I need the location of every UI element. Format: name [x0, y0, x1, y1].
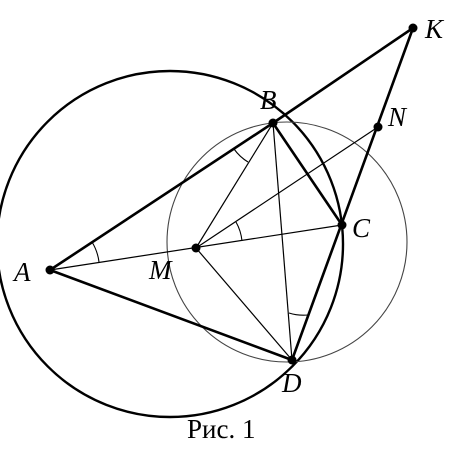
- point-D: [287, 355, 297, 365]
- label-D: D: [281, 368, 302, 398]
- segment-AB: [48, 121, 275, 272]
- thin-lines: [49, 122, 379, 361]
- point-M: [191, 243, 201, 253]
- label-N: N: [387, 102, 408, 132]
- segment-BK: [271, 26, 415, 125]
- thick-lines: [48, 26, 415, 362]
- label-A: A: [12, 257, 31, 287]
- point-B: [268, 118, 278, 128]
- label-M: M: [148, 255, 173, 285]
- circle-bcdmn: [166, 121, 408, 363]
- label-K: K: [424, 14, 445, 44]
- point-N: [373, 122, 383, 132]
- circumcircle-abcd: [0, 69, 345, 419]
- label-C: C: [352, 213, 371, 243]
- angle-mark-D: [288, 312, 309, 316]
- angle-mark-B: [233, 148, 249, 163]
- point-C: [337, 220, 347, 230]
- segment-BM: [195, 122, 274, 249]
- angle-mark-M: [235, 221, 243, 242]
- segment-DK: [290, 26, 415, 362]
- point-K: [408, 23, 418, 33]
- points: [45, 23, 418, 365]
- segment-BD: [272, 122, 293, 361]
- point-A: [45, 265, 55, 275]
- segment-MD: [195, 247, 293, 361]
- angle-marks: [91, 148, 309, 316]
- label-B: B: [260, 85, 277, 115]
- segment-AD: [48, 268, 294, 362]
- segment-MN: [195, 126, 379, 249]
- figure-caption: Рис. 1: [187, 414, 255, 444]
- angle-mark-A: [91, 241, 100, 263]
